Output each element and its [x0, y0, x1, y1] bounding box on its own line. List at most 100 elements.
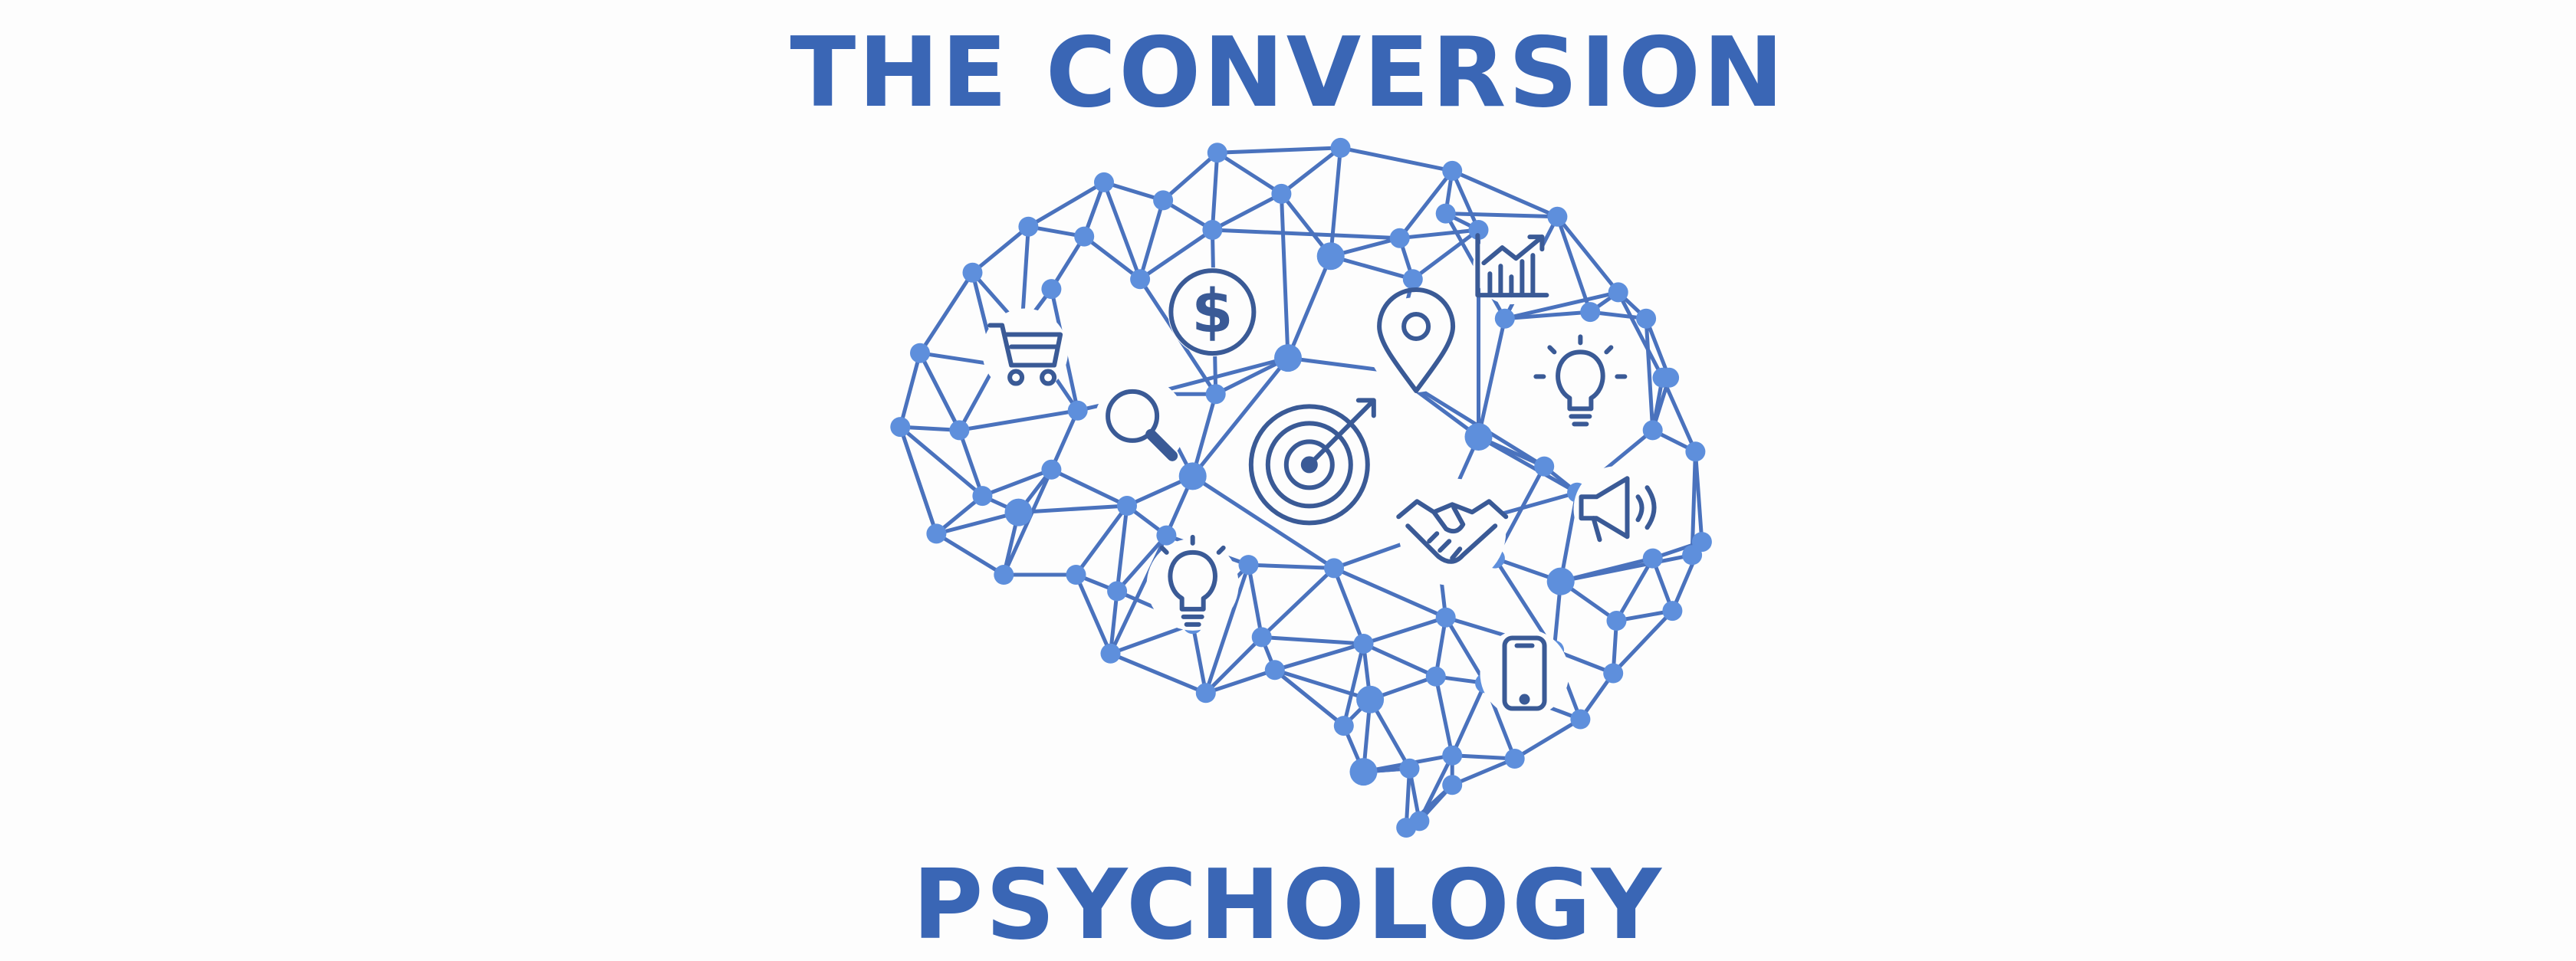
network-edge	[918, 271, 974, 356]
network-edge	[1215, 150, 1283, 196]
network-node	[1534, 456, 1555, 477]
network-edge	[1615, 556, 1655, 623]
network-node	[1659, 367, 1680, 388]
page-title-line-2: PSYCHOLOGY	[912, 848, 1664, 961]
network-edge	[1138, 228, 1214, 281]
network-edge	[1109, 533, 1168, 656]
network-node	[1074, 226, 1095, 247]
network-edge	[1191, 392, 1218, 478]
network-node	[926, 523, 947, 544]
network-edge	[1102, 180, 1142, 281]
network-node	[1004, 498, 1033, 526]
network-edge	[1260, 566, 1336, 639]
network-node	[910, 343, 930, 363]
network-node	[1205, 384, 1226, 405]
network-node	[1442, 775, 1463, 795]
network-node	[1156, 525, 1177, 546]
shopping-cart-icon	[982, 308, 1069, 395]
network-node	[1435, 203, 1456, 224]
network-edge	[1204, 635, 1264, 695]
network-node	[1018, 216, 1039, 237]
network-node	[1094, 172, 1114, 192]
network-node	[1435, 607, 1456, 628]
network-edge	[1247, 562, 1336, 570]
network-edge	[1049, 467, 1129, 508]
network-edge	[1444, 212, 1559, 219]
network-node	[1606, 611, 1627, 631]
network-edge	[1115, 533, 1168, 593]
network-edge	[1644, 317, 1655, 432]
network-edge	[1332, 566, 1448, 620]
network-edge	[1204, 562, 1250, 695]
network-node	[1107, 581, 1128, 602]
network-edge	[1559, 553, 1694, 584]
network-edge	[1210, 228, 1402, 241]
network-edge	[1450, 169, 1480, 232]
network-node	[1603, 663, 1624, 684]
network-edge	[1362, 615, 1448, 646]
network-edge	[1273, 667, 1372, 702]
network-edge	[1215, 146, 1342, 155]
map-pin-icon	[1368, 287, 1464, 393]
network-node	[1041, 279, 1062, 300]
network-node	[1130, 269, 1151, 290]
network-node	[1636, 308, 1657, 329]
megaphone-icon	[1573, 466, 1660, 553]
network-node	[1349, 758, 1378, 786]
network-edge	[1444, 615, 1487, 685]
network-edge	[1503, 310, 1592, 321]
network-edge	[1204, 667, 1277, 695]
network-edge	[1026, 180, 1106, 229]
network-edge	[1450, 681, 1487, 758]
network-node	[1608, 282, 1628, 303]
network-node	[1399, 758, 1420, 779]
network-node	[962, 262, 983, 283]
network-node	[1642, 548, 1663, 569]
network-node	[1195, 683, 1216, 704]
network-edge	[1161, 150, 1220, 202]
network-node	[1570, 709, 1591, 730]
network-edge	[1555, 215, 1592, 314]
network-node	[1425, 666, 1446, 687]
network-node	[994, 565, 1014, 585]
handshake-icon	[1396, 478, 1509, 586]
network-node	[1685, 441, 1706, 462]
network-edge	[957, 428, 984, 498]
network-node	[1202, 220, 1223, 240]
network-edge	[1342, 641, 1365, 728]
network-node	[1504, 749, 1525, 769]
network-edge	[1450, 753, 1517, 761]
network-edge	[1332, 566, 1365, 646]
network-edge	[918, 351, 961, 432]
network-node	[890, 417, 911, 438]
network-edge	[1260, 635, 1365, 646]
network-edge	[1286, 356, 1392, 373]
network-edge	[1513, 717, 1582, 761]
network-edge	[1661, 376, 1697, 454]
network-edge	[1247, 562, 1264, 639]
network-node	[1356, 685, 1385, 713]
network-node	[1264, 660, 1285, 681]
network-node	[1207, 143, 1227, 163]
network-edge	[1450, 756, 1517, 787]
network-edge	[1611, 608, 1674, 675]
magnifying-glass-icon	[1094, 377, 1187, 470]
network-edge	[1049, 408, 1080, 472]
network-edge	[1398, 228, 1480, 241]
network-edge	[1339, 146, 1454, 173]
network-edge	[1329, 146, 1342, 258]
network-node	[1333, 716, 1354, 736]
page-title-line-1: THE CONVERSION	[790, 16, 1786, 129]
network-node	[1468, 220, 1489, 240]
network-node	[1271, 183, 1292, 204]
network-edge	[898, 351, 922, 429]
network-node	[1041, 459, 1062, 480]
network-edge	[934, 510, 1020, 536]
network-edge	[1411, 228, 1480, 281]
network-node	[1178, 462, 1207, 490]
network-edge	[898, 425, 938, 536]
network-edge	[1477, 317, 1507, 439]
network-edge	[980, 467, 1053, 498]
network-edge	[1286, 254, 1333, 360]
